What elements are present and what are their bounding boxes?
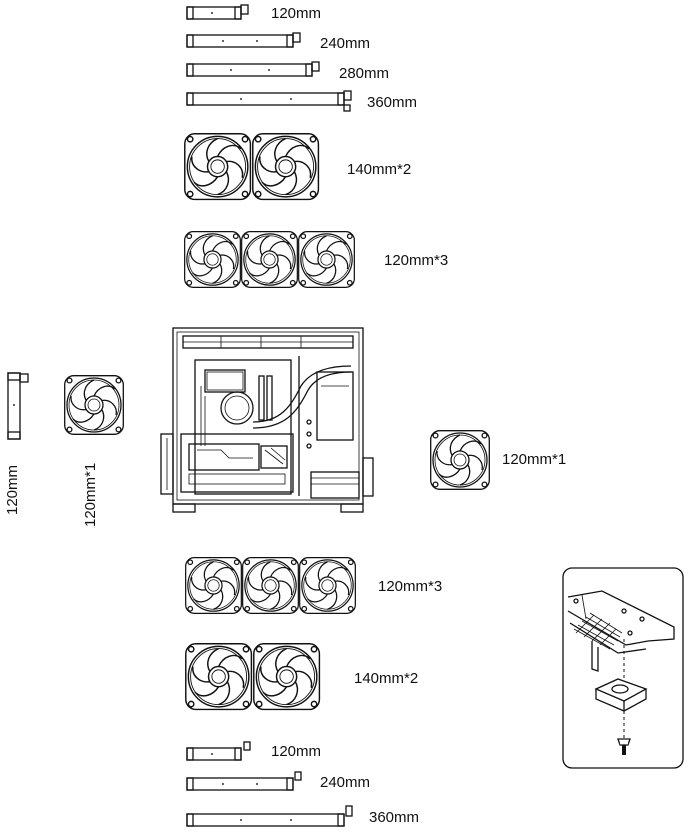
bottom-radiator-240-label: 240mm [320, 774, 371, 791]
side-left-fan-label: 120mm*1 [82, 462, 99, 527]
case-foot-install-icon [562, 567, 684, 769]
bottom-fan-120x3-label: 120mm*3 [378, 578, 443, 595]
radiator-icon [186, 4, 249, 20]
fan-icon [64, 375, 124, 435]
radiator-icon [186, 32, 301, 48]
side-right-fan-label: 120mm*1 [502, 451, 567, 468]
radiator-icon [186, 90, 352, 112]
fan-icon [185, 557, 356, 614]
bottom-radiator-120-label: 120mm [271, 743, 322, 760]
top-radiator-280-label: 280mm [339, 65, 390, 82]
top-radiator-360-label: 360mm [367, 94, 418, 111]
radiator-icon [186, 805, 353, 827]
bottom-radiator-360-label: 360mm [369, 809, 420, 826]
radiator-icon [186, 771, 302, 791]
top-radiator-240-label: 240mm [320, 35, 371, 52]
top-fan-120x3-label: 120mm*3 [384, 252, 449, 269]
top-radiator-120-label: 120mm [271, 5, 322, 22]
top-fan-140x2-label: 140mm*2 [347, 161, 412, 178]
radiator-icon [7, 372, 29, 440]
fan-icon [185, 643, 321, 711]
fan-icon [430, 430, 490, 490]
radiator-icon [186, 741, 251, 761]
pc-case-icon [160, 327, 374, 513]
fan-icon [184, 231, 355, 288]
fan-icon [184, 133, 320, 201]
bottom-fan-140x2-label: 140mm*2 [354, 670, 419, 687]
radiator-icon [186, 61, 320, 77]
side-radiator-label: 120mm [4, 464, 21, 515]
